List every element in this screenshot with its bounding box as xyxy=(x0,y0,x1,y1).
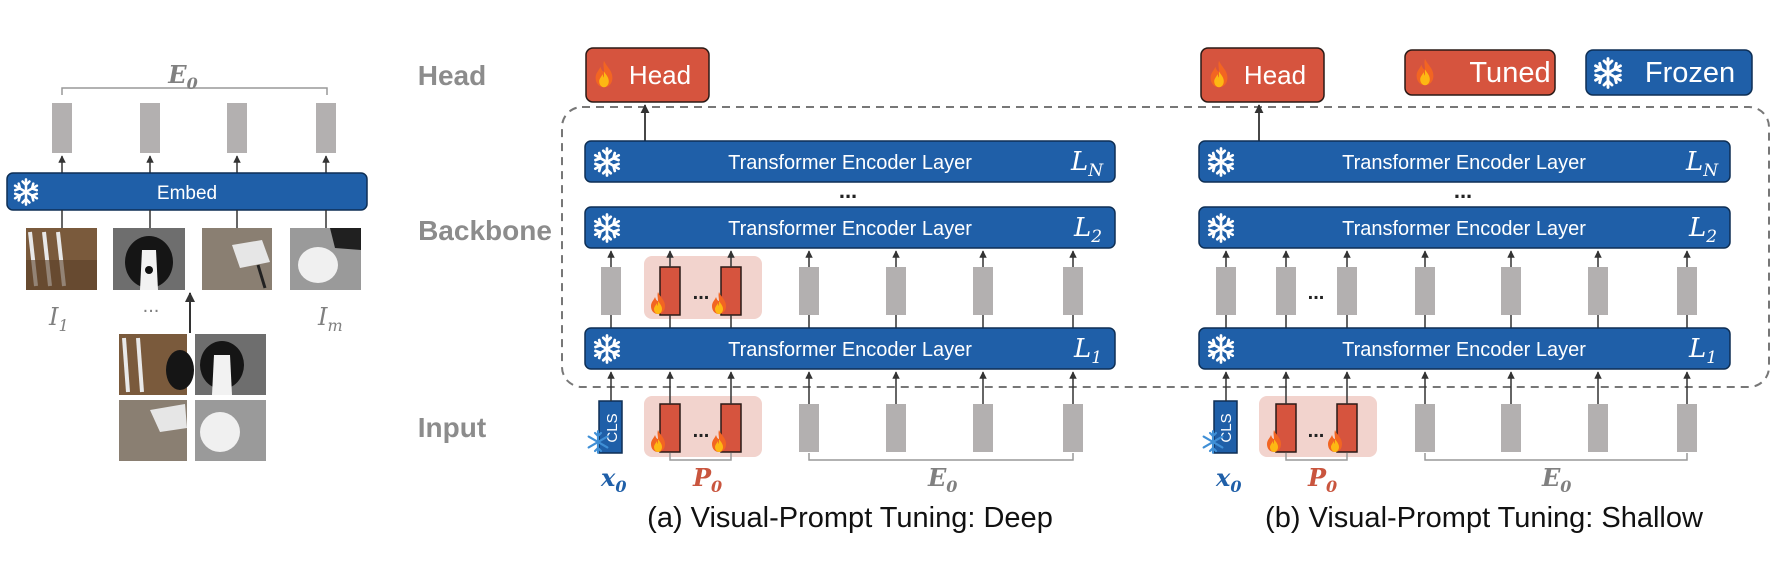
p0-bracket xyxy=(1285,453,1348,461)
head-label: Head xyxy=(629,60,691,90)
embedding-token xyxy=(227,103,247,153)
encoder-layer-l1 xyxy=(1198,327,1731,370)
input-tokens xyxy=(1275,403,1697,453)
head-block xyxy=(585,47,710,103)
image-patch-m xyxy=(290,228,361,290)
e0-label: E0 xyxy=(927,463,957,496)
token xyxy=(886,404,906,452)
legend-tuned-label: Tuned xyxy=(1469,57,1550,89)
i1-label: I1 xyxy=(48,303,69,335)
left-embedding-panel: E0 Embed xyxy=(6,60,368,461)
layer-label: Transformer Encoder Layer xyxy=(1342,218,1586,240)
legend: Tuned Frozen xyxy=(1404,49,1753,96)
token xyxy=(1063,267,1083,315)
prompt-ellipsis: ... xyxy=(1308,420,1325,442)
prompt-ellipsis: ... xyxy=(693,420,710,442)
token xyxy=(1501,404,1521,452)
token xyxy=(1588,404,1608,452)
token xyxy=(1063,404,1083,452)
legend-frozen: Frozen xyxy=(1585,49,1753,96)
im-label: Im xyxy=(317,303,343,335)
p0-bracket xyxy=(669,453,732,461)
cls-label: CLS xyxy=(604,413,621,442)
ln-label: LN xyxy=(1685,147,1719,181)
token xyxy=(799,267,819,315)
prompt-ellipsis: ... xyxy=(693,282,710,304)
token xyxy=(973,404,993,452)
token xyxy=(1216,267,1236,315)
source-image-grid xyxy=(119,334,266,461)
middle-tokens xyxy=(1216,267,1697,315)
legend-frozen-label: Frozen xyxy=(1645,57,1735,89)
left-e0-label: E0 xyxy=(167,60,197,93)
embedding-token xyxy=(140,103,160,153)
p0-label: P0 xyxy=(1307,463,1337,496)
token xyxy=(1337,267,1357,315)
embedding-token xyxy=(316,103,336,153)
e0-bracket xyxy=(61,87,328,95)
image-patch-3 xyxy=(202,228,272,290)
backbone-boundary xyxy=(561,106,1770,388)
layer-label: Transformer Encoder Layer xyxy=(1342,152,1586,174)
token xyxy=(886,267,906,315)
middle-ellipsis: ... xyxy=(1308,282,1325,304)
embed-block xyxy=(6,172,368,211)
image-patch-1 xyxy=(26,228,97,290)
caption-shallow: (b) Visual-Prompt Tuning: Shallow xyxy=(1265,502,1704,534)
l2-label: L2 xyxy=(1073,213,1102,247)
x0-label: x0 xyxy=(1215,463,1241,496)
token xyxy=(799,404,819,452)
layer-ellipsis: ... xyxy=(839,178,857,203)
cls-label: CLS xyxy=(1218,413,1235,442)
layer-label: Transformer Encoder Layer xyxy=(1342,339,1586,361)
layer-label: Transformer Encoder Layer xyxy=(728,339,972,361)
input-tokens xyxy=(659,403,1083,453)
p0-label: P0 xyxy=(692,463,722,496)
middle-tokens xyxy=(601,266,1083,316)
token xyxy=(601,267,621,315)
encoder-layer-ln xyxy=(584,140,1116,183)
head-block xyxy=(1200,47,1325,103)
encoder-layer-ln xyxy=(1198,140,1731,183)
legend-tuned: Tuned xyxy=(1404,49,1556,96)
token xyxy=(1677,404,1697,452)
l1-label: L1 xyxy=(1688,334,1717,368)
l2-label: L2 xyxy=(1688,213,1717,247)
token xyxy=(1501,267,1521,315)
token xyxy=(1415,404,1435,452)
head-label: Head xyxy=(1244,60,1306,90)
row-label-backbone: Backbone xyxy=(418,215,552,246)
e0-bracket xyxy=(808,453,1074,461)
ln-label: LN xyxy=(1070,147,1104,181)
token xyxy=(1588,267,1608,315)
layer-ellipsis: ... xyxy=(1454,178,1472,203)
embedding-token-bars xyxy=(52,103,336,153)
encoder-layer-l2 xyxy=(1198,206,1731,249)
layer-label: Transformer Encoder Layer xyxy=(728,152,972,174)
token xyxy=(1415,267,1435,315)
embedding-token xyxy=(52,103,72,153)
x0-label: x0 xyxy=(600,463,626,496)
e0-bracket xyxy=(1424,453,1688,461)
image-patch-2 xyxy=(113,228,185,290)
panel-shallow: Head Transformer Encoder Layer LN ... Tr… xyxy=(1198,47,1731,534)
token xyxy=(1677,267,1697,315)
patch-ellipsis: ... xyxy=(143,295,160,317)
layer-label: Transformer Encoder Layer xyxy=(728,218,972,240)
l1-label: L1 xyxy=(1073,334,1102,368)
e0-label: E0 xyxy=(1541,463,1571,496)
caption-deep: (a) Visual-Prompt Tuning: Deep xyxy=(647,502,1053,534)
token xyxy=(973,267,993,315)
embed-label: Embed xyxy=(157,183,217,204)
token xyxy=(1276,267,1296,315)
encoder-layer-l1 xyxy=(584,327,1116,370)
row-label-head: Head xyxy=(418,60,486,91)
row-label-input: Input xyxy=(418,412,486,443)
encoder-layer-l2 xyxy=(584,206,1116,249)
panel-deep: Head Transformer Encoder Layer LN ... Tr… xyxy=(584,47,1116,534)
